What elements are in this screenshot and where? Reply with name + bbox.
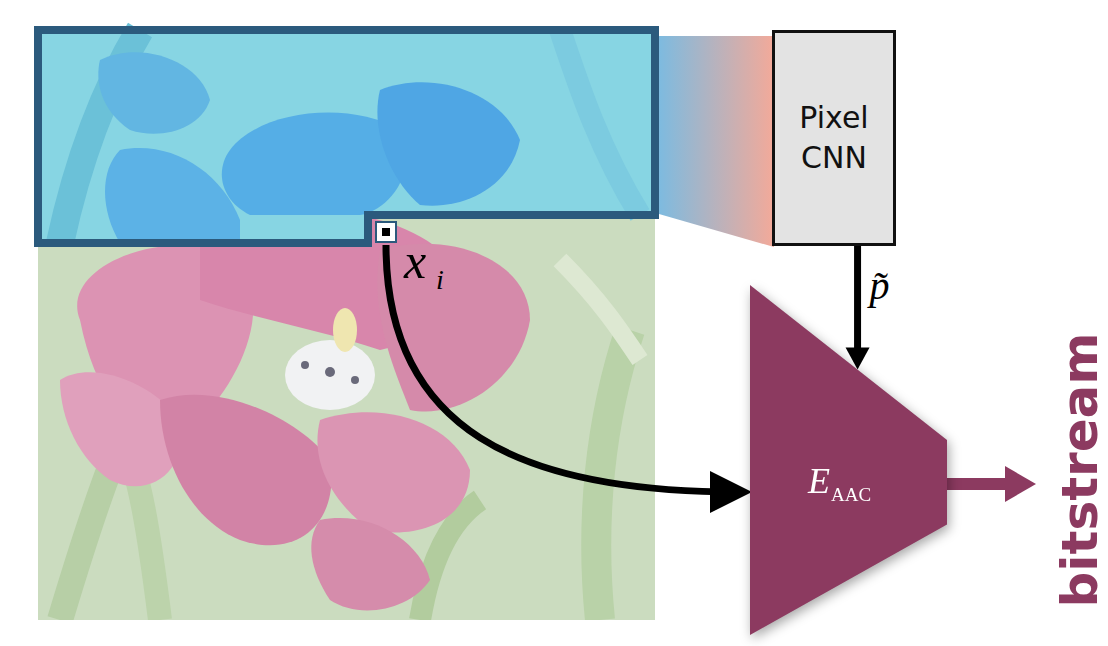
pixel-symbol: x (404, 236, 426, 286)
symbol-subscript: AAC (831, 484, 871, 505)
flower-photo (38, 30, 655, 620)
process-box: Pixel CNN (772, 30, 896, 246)
encoder-trapezoid: EAAC (750, 282, 947, 636)
output-label: bitstream (1055, 333, 1105, 608)
box-label: Pixel CNN (783, 98, 885, 179)
encoder-label: EAAC (808, 460, 871, 506)
edge-label: p̃ (870, 264, 890, 308)
trapezoid-fill (750, 285, 947, 635)
pixel-index: i (436, 266, 444, 294)
trapezoid-shape (750, 282, 947, 636)
symbol-letter: E (808, 461, 830, 501)
connector (846, 246, 870, 370)
connector-line (854, 246, 861, 350)
